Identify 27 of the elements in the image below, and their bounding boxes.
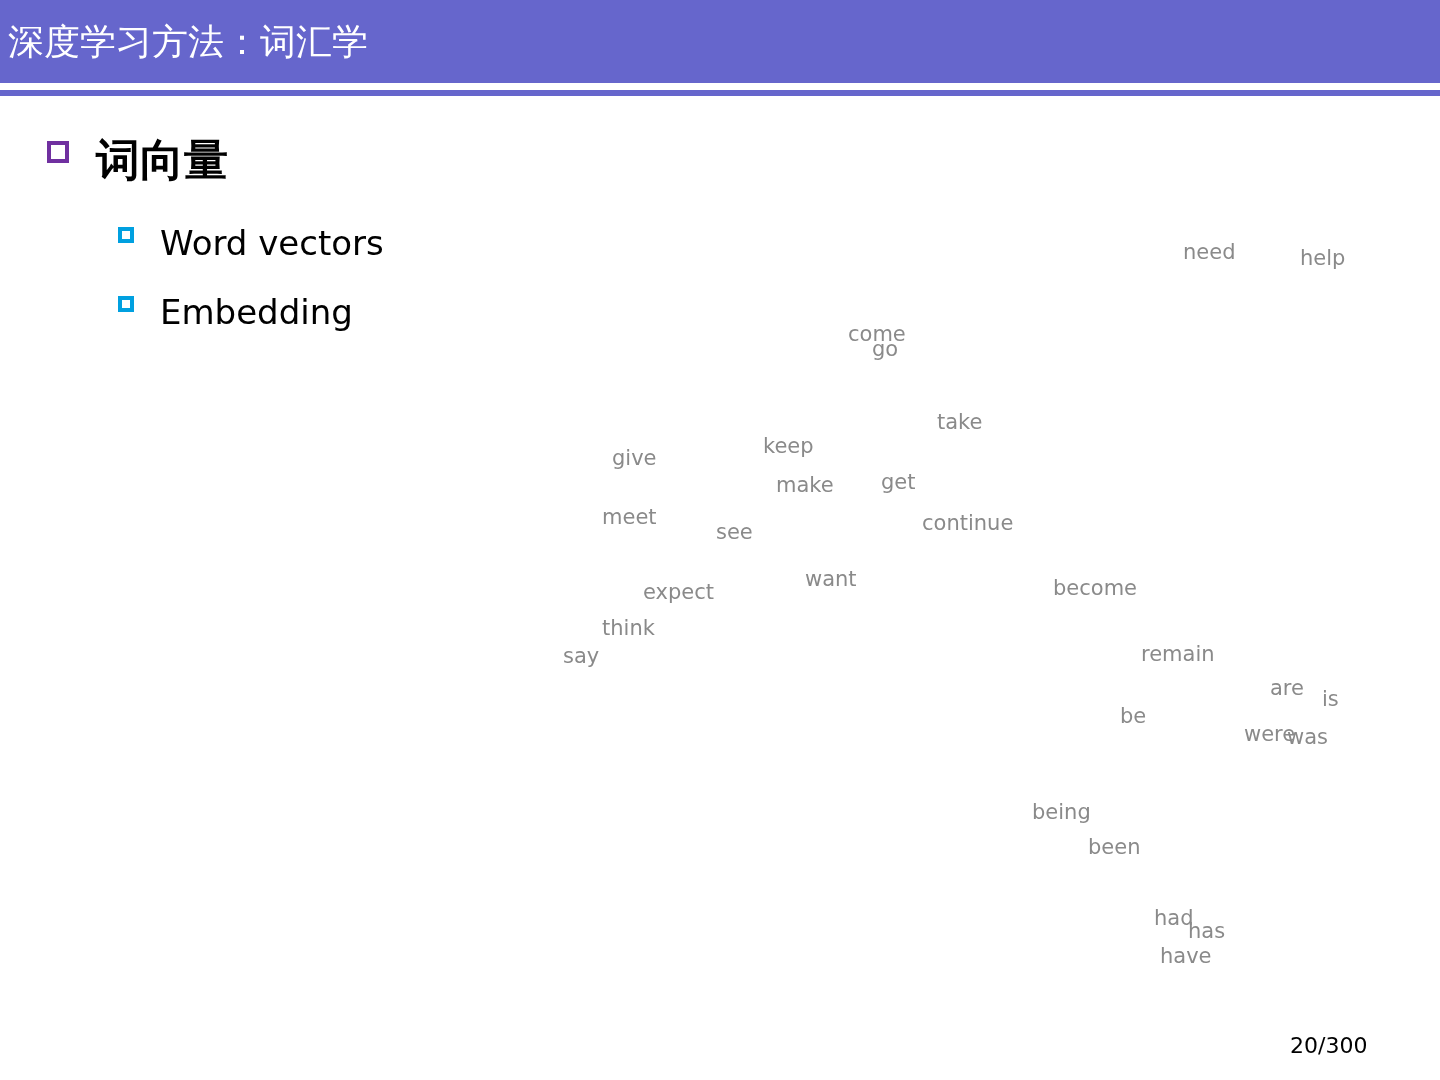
word-label: become (1053, 576, 1138, 602)
word-label: meet (602, 505, 657, 531)
word-label: give (612, 446, 657, 472)
word-label: say (563, 644, 600, 670)
word-label: want (805, 567, 857, 593)
page-number: 20/300 (1290, 1032, 1368, 1060)
word-label: see (716, 520, 753, 546)
bullet-text: Word vectors (160, 222, 384, 264)
word-label: are (1270, 676, 1304, 702)
word-label: think (602, 616, 655, 642)
word-label: keep (763, 434, 814, 460)
word-label: continue (922, 511, 1014, 537)
bullet-text: Embedding (160, 291, 353, 333)
word-label: expect (643, 580, 714, 606)
word-label: is (1322, 687, 1339, 713)
word-label: be (1120, 704, 1147, 730)
word-label: get (881, 470, 916, 496)
word-label: take (937, 410, 983, 436)
word-label: help (1300, 246, 1346, 272)
word-label: need (1183, 240, 1236, 266)
word-label: make (776, 473, 834, 499)
heading-text: 词向量 (96, 133, 228, 187)
word-label: been (1088, 835, 1141, 861)
word-label: remain (1141, 642, 1215, 668)
word-label: being (1032, 800, 1091, 826)
slide-title: 深度学习方法：词汇学 (8, 20, 368, 64)
word-label: have (1160, 944, 1212, 970)
